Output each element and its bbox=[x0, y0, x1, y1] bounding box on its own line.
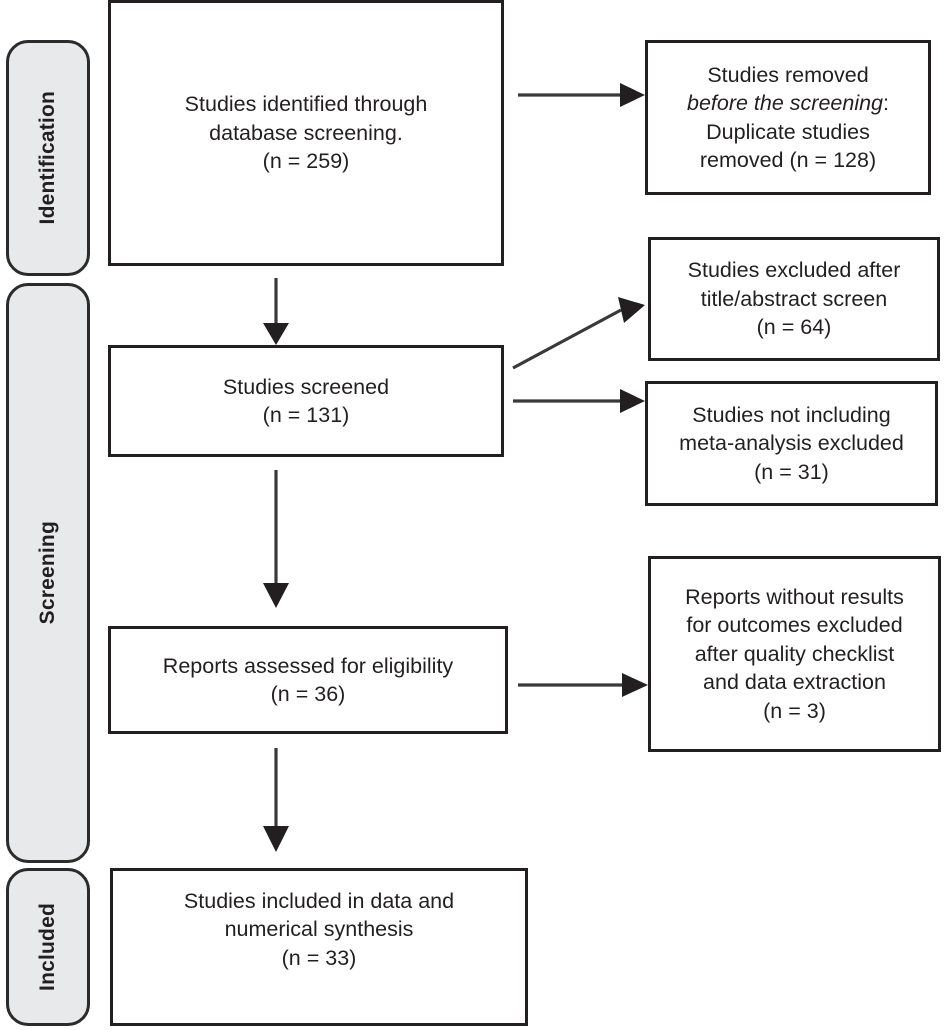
box-studies-included: Studies included in data and numerical s… bbox=[110, 868, 528, 1026]
box-studies-included-text: Studies included in data and numerical s… bbox=[183, 889, 455, 970]
box-studies-removed-before-screening: Studies removed before the screening: Dupl… bbox=[645, 40, 931, 195]
box-studies-screened-text: Studies screened (n = 131) bbox=[222, 374, 390, 427]
removed-line3: Duplicate studies bbox=[706, 119, 870, 144]
box-reports-assessed: Reports assessed for eligibility (n = 36… bbox=[108, 626, 508, 734]
box-excluded-title-abstract-text: Studies excluded after title/abstract sc… bbox=[687, 258, 901, 340]
box-studies-screened: Studies screened (n = 131) bbox=[108, 345, 504, 457]
removed-line4: removed (n = 128) bbox=[699, 147, 877, 172]
box-reports-assessed-text: Reports assessed for eligibility (n = 36… bbox=[162, 653, 454, 706]
box-studies-removed-text: Studies removed before the screening: Dupl… bbox=[679, 61, 897, 175]
box-excluded-no-meta-analysis: Studies not including meta-analysis excl… bbox=[645, 381, 938, 506]
stage-pill-identification: Identification bbox=[6, 40, 90, 276]
box-studies-identified-text: Studies identified through database scre… bbox=[184, 92, 428, 174]
removed-line2-italic: before the screening bbox=[686, 91, 884, 116]
box-excluded-no-results-text: Reports without results for outcomes exc… bbox=[685, 585, 904, 723]
removed-line2-suffix: : bbox=[883, 91, 889, 116]
box-excluded-no-results: Reports without results for outcomes exc… bbox=[648, 556, 941, 752]
box-excluded-title-abstract: Studies excluded after title/abstract sc… bbox=[648, 237, 940, 361]
stage-pill-included: Included bbox=[6, 868, 90, 1026]
box-studies-identified: Studies identified through database scre… bbox=[108, 0, 504, 266]
box-excluded-no-meta-analysis-text: Studies not including meta-analysis excl… bbox=[679, 402, 904, 484]
stage-pill-screening: Screening bbox=[6, 283, 90, 863]
removed-line1: Studies removed bbox=[707, 62, 869, 87]
